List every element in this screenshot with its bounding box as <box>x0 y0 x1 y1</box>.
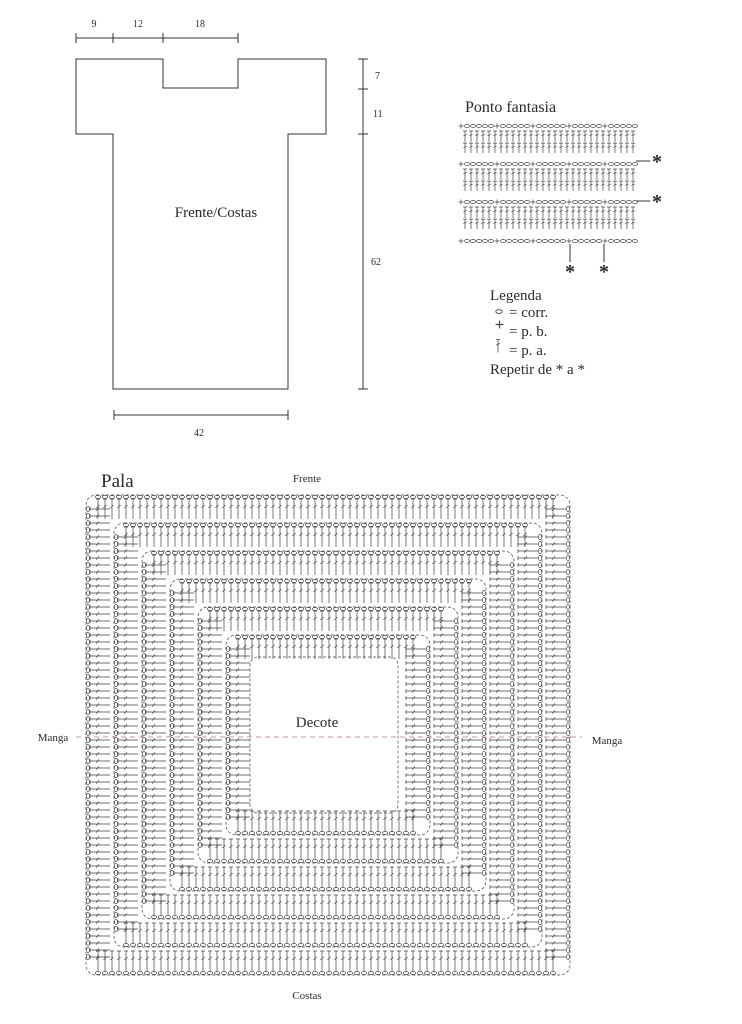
dim-right-body: 62 <box>371 257 381 268</box>
bottom-dimension-line <box>113 410 289 420</box>
dim-top-left: 9 <box>92 19 97 30</box>
stitch-title: Ponto fantasia <box>465 99 556 116</box>
sleeve-right-label: Manga <box>592 735 623 747</box>
single-crochet-icon <box>495 320 504 329</box>
legend-repeat: Repetir de * a * <box>490 362 585 378</box>
yoke-rings <box>85 494 571 976</box>
stitch-rows <box>458 123 638 244</box>
yoke-front-label: Frente <box>293 473 321 485</box>
yoke-chart: Pala Frente Costas Decote Manga Manga <box>38 471 623 1002</box>
dim-right-top: 7 <box>375 71 380 82</box>
legend-single: = p. b. <box>509 324 547 340</box>
yoke-back-label: Costas <box>292 990 321 1002</box>
dim-top-right: 18 <box>195 19 205 30</box>
asterisk-row-2: * <box>652 151 662 173</box>
asterisk-row-4: * <box>652 191 662 213</box>
yoke-title: Pala <box>101 471 134 492</box>
asterisk-col-1: * <box>565 261 575 283</box>
neckline-label: Decote <box>296 715 339 731</box>
chain-stitch-icon <box>495 309 503 314</box>
right-dimension-line <box>358 58 368 390</box>
garment-pattern: 9 12 18 Frente/Costas 7 11 62 42 <box>75 19 383 439</box>
top-dimension-line <box>75 33 239 43</box>
front-back-outline <box>75 58 327 390</box>
stitch-chart: Ponto fantasia * * * * <box>458 99 662 283</box>
legend-chain: = corr. <box>509 305 548 321</box>
double-crochet-icon <box>495 339 501 353</box>
dim-right-mid: 11 <box>373 109 383 120</box>
dim-top-mid: 12 <box>133 19 143 30</box>
legend-title: Legenda <box>490 288 542 304</box>
piece-label: Frente/Costas <box>175 205 258 221</box>
legend-double: = p. a. <box>509 343 547 359</box>
legend: Legenda = corr. = p. b. = p. a. Repetir … <box>490 288 585 378</box>
dim-bottom: 42 <box>194 428 204 439</box>
sleeve-left-label: Manga <box>38 732 69 744</box>
asterisk-col-2: * <box>599 261 609 283</box>
